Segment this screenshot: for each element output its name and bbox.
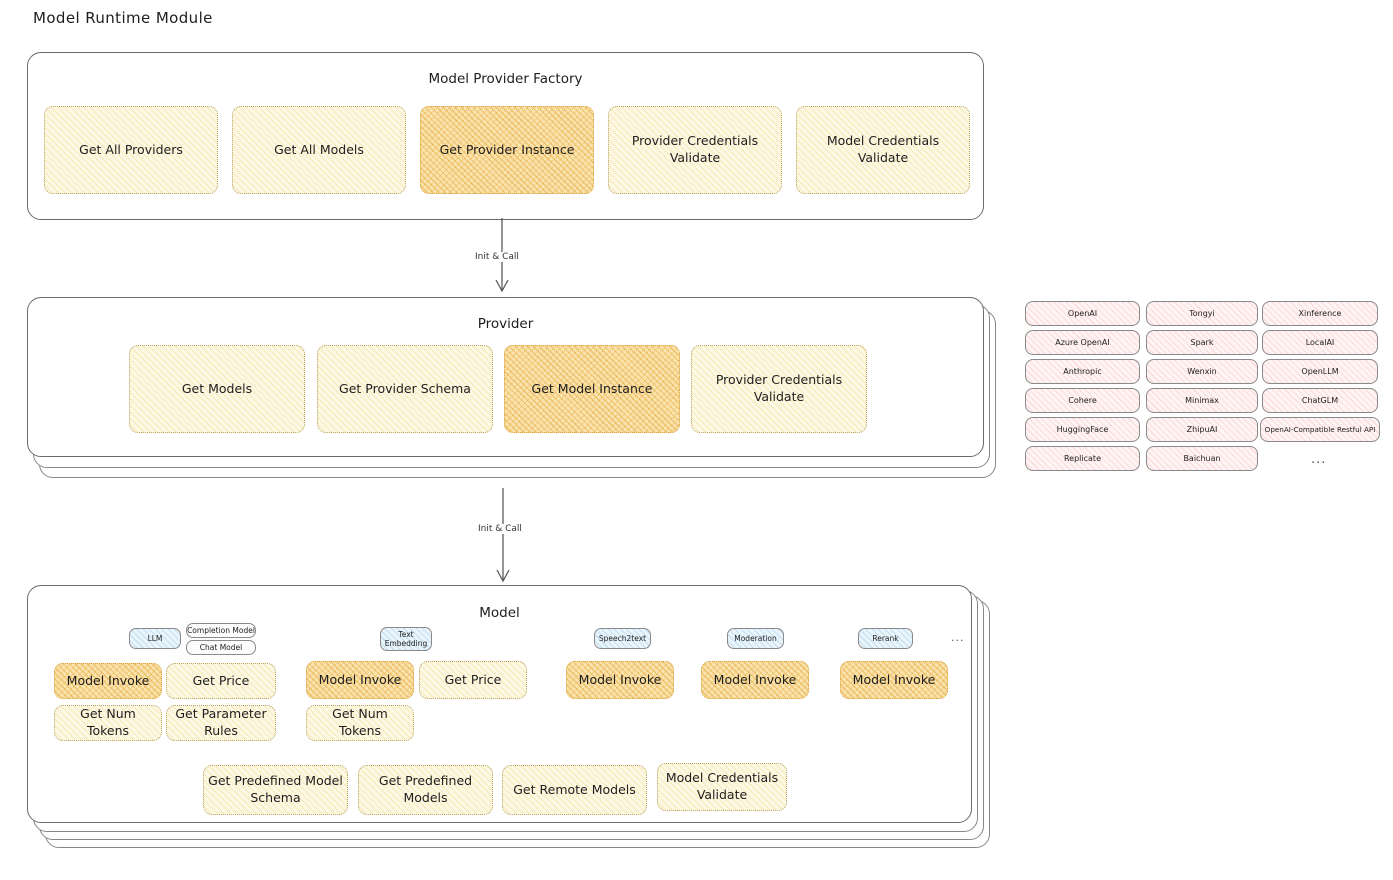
model-moderation-node-model-invoke[interactable]: Model Invoke <box>701 661 809 699</box>
provider-chip-huggingface[interactable]: HuggingFace <box>1025 417 1140 442</box>
provider-node-get-model-instance[interactable]: Get Model Instance <box>504 345 680 433</box>
provider-node-get-provider-schema[interactable]: Get Provider Schema <box>317 345 493 433</box>
model-text-embedding-node-model-invoke[interactable]: Model Invoke <box>306 661 414 699</box>
provider-chip-spark[interactable]: Spark <box>1146 330 1258 355</box>
provider-chip-openllm[interactable]: OpenLLM <box>1262 359 1378 384</box>
provider-chip-xinference[interactable]: Xinference <box>1262 301 1378 326</box>
model-common-node-get-predefined-model-schema[interactable]: Get Predefined Model Schema <box>203 765 348 815</box>
provider-chip-wenxin[interactable]: Wenxin <box>1146 359 1258 384</box>
model-llm-node-model-invoke[interactable]: Model Invoke <box>54 663 162 699</box>
model-common-node-get-predefined-models[interactable]: Get Predefined Models <box>358 765 493 815</box>
model-common-node-model-credentials-validate[interactable]: Model Credentials Validate <box>657 763 787 811</box>
factory-node-get-all-providers[interactable]: Get All Providers <box>44 106 218 194</box>
provider-chip-tongyi[interactable]: Tongyi <box>1146 301 1258 326</box>
provider-title: Provider <box>477 316 534 332</box>
model-type-chip-rerank[interactable]: Rerank <box>858 628 913 649</box>
model-llm-node-get-price[interactable]: Get Price <box>166 663 276 699</box>
model-types-more-ellipsis: ... <box>951 631 965 644</box>
provider-chip-replicate[interactable]: Replicate <box>1025 446 1140 471</box>
model-text-embedding-node-get-price[interactable]: Get Price <box>419 661 527 699</box>
model-title: Model <box>479 605 520 621</box>
arrow2-label: Init & Call <box>475 524 525 534</box>
model-llm-node-get-parameter-rules[interactable]: Get Parameter Rules <box>166 705 276 741</box>
model-common-node-get-remote-models[interactable]: Get Remote Models <box>502 765 647 815</box>
model-type-chip-speech2text[interactable]: Speech2text <box>594 628 651 649</box>
arrow-provider-to-model <box>496 488 510 583</box>
provider-chip-baichuan[interactable]: Baichuan <box>1146 446 1258 471</box>
model-llm-node-get-num-tokens[interactable]: Get Num Tokens <box>54 705 162 741</box>
factory-node-provider-credentials-validate[interactable]: Provider Credentials Validate <box>608 106 782 194</box>
provider-list-more-ellipsis: ... <box>1311 452 1327 467</box>
provider-chip-localai[interactable]: LocalAI <box>1262 330 1378 355</box>
provider-chip-openai-compatible-restful-api[interactable]: OpenAI-Compatible Restful API <box>1260 417 1380 442</box>
factory-node-get-provider-instance[interactable]: Get Provider Instance <box>420 106 594 194</box>
provider-chip-cohere[interactable]: Cohere <box>1025 388 1140 413</box>
provider-node-get-models[interactable]: Get Models <box>129 345 305 433</box>
model-speech2text-node-model-invoke[interactable]: Model Invoke <box>566 661 674 699</box>
provider-node-provider-credentials-validate[interactable]: Provider Credentials Validate <box>691 345 867 433</box>
model-type-chip-llm[interactable]: LLM <box>129 628 181 649</box>
model-type-chip-text-embedding[interactable]: Text Embedding <box>380 627 432 651</box>
provider-chip-azure-openai[interactable]: Azure OpenAI <box>1025 330 1140 355</box>
provider-chip-minimax[interactable]: Minimax <box>1146 388 1258 413</box>
model-type-chip-moderation[interactable]: Moderation <box>727 628 784 649</box>
model-text-embedding-node-get-num-tokens[interactable]: Get Num Tokens <box>306 705 414 741</box>
provider-chip-openai[interactable]: OpenAI <box>1025 301 1140 326</box>
model-subtype-chip-completion-model[interactable]: Completion Model <box>186 623 256 638</box>
arrow1-label: Init & Call <box>472 252 522 262</box>
provider-chip-anthropic[interactable]: Anthropic <box>1025 359 1140 384</box>
model-rerank-node-model-invoke[interactable]: Model Invoke <box>840 661 948 699</box>
model-panel: Model <box>27 585 972 823</box>
factory-node-get-all-models[interactable]: Get All Models <box>232 106 406 194</box>
factory-node-model-credentials-validate[interactable]: Model Credentials Validate <box>796 106 970 194</box>
model-subtype-chip-chat-model[interactable]: Chat Model <box>186 640 256 655</box>
model-provider-factory-title: Model Provider Factory <box>428 71 583 87</box>
page-title: Model Runtime Module <box>33 9 213 27</box>
provider-chip-chatglm[interactable]: ChatGLM <box>1262 388 1378 413</box>
provider-chip-zhipuai[interactable]: ZhipuAI <box>1146 417 1258 442</box>
